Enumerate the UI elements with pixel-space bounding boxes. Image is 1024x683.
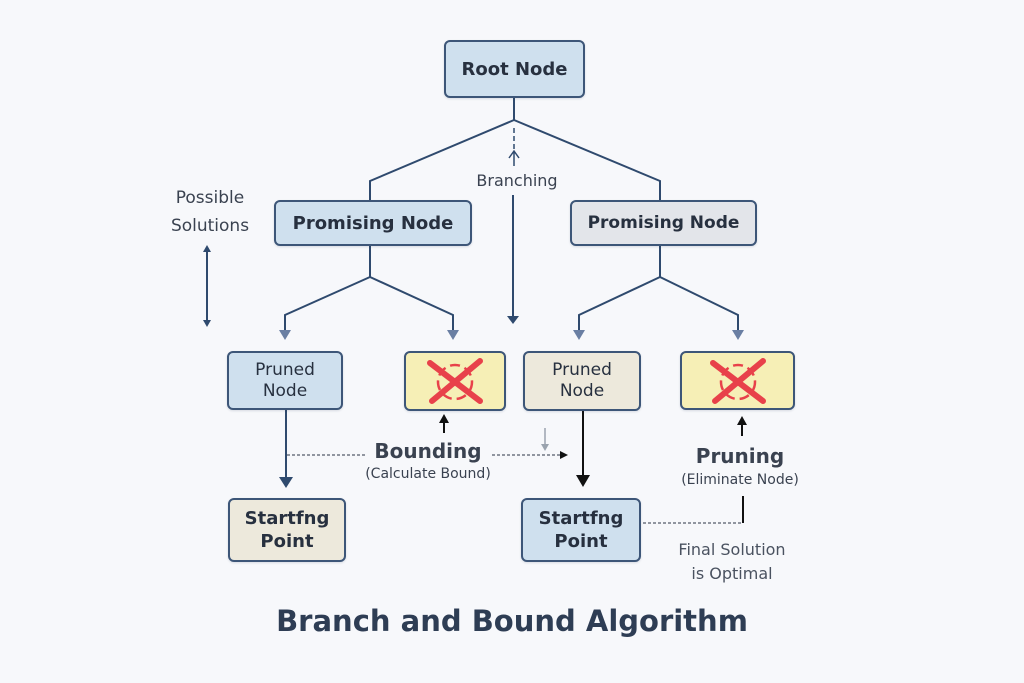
pruned-node-right-line1: Pruned (552, 360, 612, 380)
pruned-node-right[interactable]: Pruned Node (523, 351, 641, 411)
edge-promising-right-a (578, 276, 661, 330)
arrowhead-left-a (279, 330, 291, 340)
branching-up-arrow (508, 149, 520, 166)
edge-root-left (369, 119, 515, 200)
bounding-label: Bounding (374, 439, 482, 463)
promising-node-left-label: Promising Node (292, 212, 454, 234)
eliminated-node-right[interactable] (680, 351, 795, 410)
bounding-dashed-right-head (560, 451, 568, 459)
bounding-up-arrow-head (439, 414, 449, 423)
root-node[interactable]: Root Node (444, 40, 585, 98)
bounding-sublabel: (Calculate Bound) (365, 466, 491, 482)
pruning-up-arrow-head (737, 416, 747, 425)
starting-point-left-line2: Point (260, 531, 314, 552)
promising-node-right[interactable]: Promising Node (570, 200, 757, 246)
possible-solutions-line1: Possible (175, 188, 245, 208)
starting-point-left-line1: Startfng (244, 508, 330, 529)
pruned-node-left-line1: Pruned (255, 359, 315, 380)
pruned-node-left[interactable]: Pruned Node (227, 351, 343, 410)
possible-solutions-label: Possible Solutions (150, 184, 270, 240)
final-solution-label: Final Solution is Optimal (652, 538, 812, 586)
edge-promising-left-b (369, 276, 454, 330)
possible-up-arrowhead (203, 245, 211, 252)
cross-out-icon (427, 358, 483, 404)
root-node-label: Root Node (461, 58, 568, 80)
pruned-left-arrowhead (279, 477, 293, 488)
arrowhead-right-a (573, 330, 585, 340)
starting-point-right[interactable]: Startfng Point (521, 498, 641, 562)
possible-solutions-line2: Solutions (170, 216, 250, 236)
edge-promising-right-b (659, 276, 739, 330)
diagram-title: Branch and Bound Algorithm (276, 604, 748, 638)
arrowhead-right-b (732, 330, 744, 340)
starting-point-right-line2: Point (554, 531, 608, 552)
edge-promising-left-a (284, 276, 371, 330)
cross-out-icon (709, 357, 766, 404)
eliminated-node-left[interactable] (404, 351, 506, 411)
branching-down-arrowhead (507, 316, 519, 324)
possible-down-arrowhead (203, 320, 211, 327)
edge-pruned-right-arrowhead (576, 475, 590, 487)
pruning-label: Pruning (695, 444, 785, 468)
final-solution-line1: Final Solution (678, 540, 786, 559)
final-solution-line2: is Optimal (691, 564, 773, 583)
edge-root-right (513, 119, 661, 200)
pruned-node-right-line2: Node (559, 381, 605, 401)
pruned-node-left-line2: Node (262, 380, 308, 401)
promising-node-right-label: Promising Node (587, 213, 740, 233)
promising-node-left[interactable]: Promising Node (274, 200, 472, 246)
starting-point-right-line1: Startfng (538, 508, 624, 529)
branching-label: Branching (476, 171, 558, 190)
pruning-sublabel: (Eliminate Node) (681, 472, 799, 488)
starting-point-left[interactable]: Startfng Point (228, 498, 346, 562)
arrowhead-left-b (447, 330, 459, 340)
bounding-gray-down-head (541, 444, 549, 451)
